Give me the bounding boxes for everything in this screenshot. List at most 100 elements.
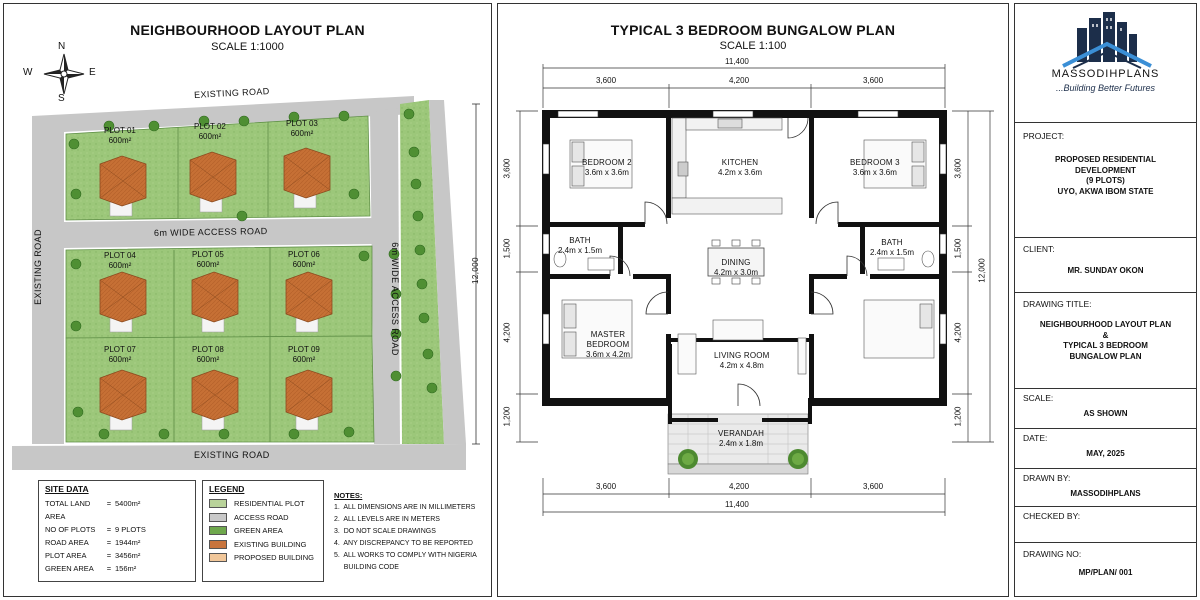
tb-date: DATE: MAY, 2025 <box>1015 428 1196 468</box>
site-data-row: NO OF PLOTS=9 PLOTS <box>45 525 146 534</box>
house-roof <box>191 369 239 431</box>
windows <box>542 110 947 345</box>
note-item: 5. ALL WORKS TO COMPLY WITH NIGERIA <box>334 552 477 559</box>
legend-swatch <box>209 512 227 522</box>
tree <box>158 428 170 440</box>
tree <box>70 188 82 200</box>
existing-road-right <box>429 100 466 444</box>
tree <box>408 146 420 158</box>
dim-top-c: 3,600 <box>863 76 884 85</box>
neighbourhood-panel: NEIGHBOURHOOD LAYOUT PLAN SCALE 1:1000 <box>3 3 492 597</box>
tree <box>388 248 400 260</box>
tb-drawn-by: DRAWN BY: MASSODIHPLANS <box>1015 468 1196 506</box>
legend-item: RESIDENTIAL PLOT <box>203 497 323 511</box>
trees <box>68 108 438 440</box>
tree <box>358 250 370 262</box>
dim-right-b: 1,500 <box>953 238 963 259</box>
tree <box>390 328 402 340</box>
notes-block: NOTES: 1. ALL DIMENSIONS ARE IN MILLIMET… <box>334 490 477 574</box>
brand-tagline: ...Building Better Futures <box>1055 83 1156 93</box>
tree <box>70 258 82 270</box>
note-item: 2. ALL LEVELS ARE IN METERS <box>334 516 440 523</box>
note-item: 4. ANY DISCREPANCY TO BE REPORTED <box>334 540 473 547</box>
dim-left-a: 3,600 <box>502 158 512 179</box>
compass-n: N <box>58 41 66 52</box>
legend-item: ACCESS ROAD <box>203 511 323 525</box>
brand-logo-icon <box>1062 12 1152 69</box>
title-block: MASSODIHPLANS ...Building Better Futures… <box>1014 3 1197 597</box>
access-road-middle <box>64 218 374 248</box>
tree <box>390 370 402 382</box>
house-roof <box>283 147 331 209</box>
tb-project: PROJECT: PROPOSED RESIDENTIAL DEVELOPMEN… <box>1015 122 1196 237</box>
drawing-no-value: MP/PLAN/ 001 <box>1078 568 1133 577</box>
road-label-middle: 6m WIDE ACCESS ROAD <box>153 226 268 238</box>
house-roof <box>99 155 147 217</box>
dim-right-total: 12,000 <box>977 258 987 283</box>
tree <box>426 382 438 394</box>
beds <box>561 139 935 359</box>
dim-bottom-b: 4,200 <box>729 482 750 491</box>
entrance-shrubs <box>678 449 808 469</box>
tree <box>288 111 300 123</box>
tree <box>238 115 250 127</box>
house-roof <box>99 369 147 431</box>
tree <box>68 138 80 150</box>
tree <box>422 348 434 360</box>
doors <box>609 117 868 407</box>
house-roof <box>191 271 239 333</box>
compass-s: S <box>58 93 65 104</box>
house-roof <box>285 369 333 431</box>
compass-w: W <box>23 67 33 78</box>
date-value: MAY, 2025 <box>1086 449 1125 458</box>
tree <box>103 120 115 132</box>
drawing-title-value: NEIGHBOURHOOD LAYOUT PLAN & TYPICAL 3 BE… <box>1039 320 1172 361</box>
legend-swatch <box>209 526 227 536</box>
dim-bottom-c: 3,600 <box>863 482 884 491</box>
legend-swatch <box>209 539 227 549</box>
tree <box>418 312 430 324</box>
tb-checked-by: CHECKED BY: <box>1015 506 1196 542</box>
access-road-right <box>370 108 400 444</box>
tree <box>412 210 424 222</box>
dim-top-b: 4,200 <box>729 76 750 85</box>
tree <box>236 210 248 222</box>
compass-e: E <box>89 67 96 78</box>
site-plan-drawing <box>12 53 480 470</box>
tree <box>198 115 210 127</box>
neighbourhood-scale: SCALE 1:1000 <box>211 41 284 53</box>
tree <box>288 428 300 440</box>
bungalow-scale: SCALE 1:100 <box>719 40 787 52</box>
dim-right-a: 3,600 <box>953 158 963 179</box>
tree <box>414 244 426 256</box>
bath-fixtures <box>553 250 935 271</box>
house-roof <box>285 271 333 333</box>
tb-scale: SCALE: AS SHOWN <box>1015 388 1196 428</box>
dim-left-c: 4,200 <box>502 322 512 343</box>
bungalow-panel: TYPICAL 3 BEDROOM BUNGALOW PLAN SCALE 1:… <box>497 3 1009 597</box>
road-label-right: 6m WIDE ACCESS ROAD <box>389 242 400 356</box>
legend-item: PROPOSED BUILDING <box>203 551 323 565</box>
dim-top-total: 11,400 <box>725 57 749 66</box>
house-roofs <box>99 147 333 431</box>
site-dimension-text: 12,000 <box>470 257 480 284</box>
tree <box>70 320 82 332</box>
drawn-by-value: MASSODIHPLANS <box>1070 489 1141 498</box>
dim-right-d: 1,200 <box>953 406 963 427</box>
site-data-row: ROAD AREA=1944m² <box>45 538 141 547</box>
dim-bottom-total: 11,400 <box>725 500 749 509</box>
